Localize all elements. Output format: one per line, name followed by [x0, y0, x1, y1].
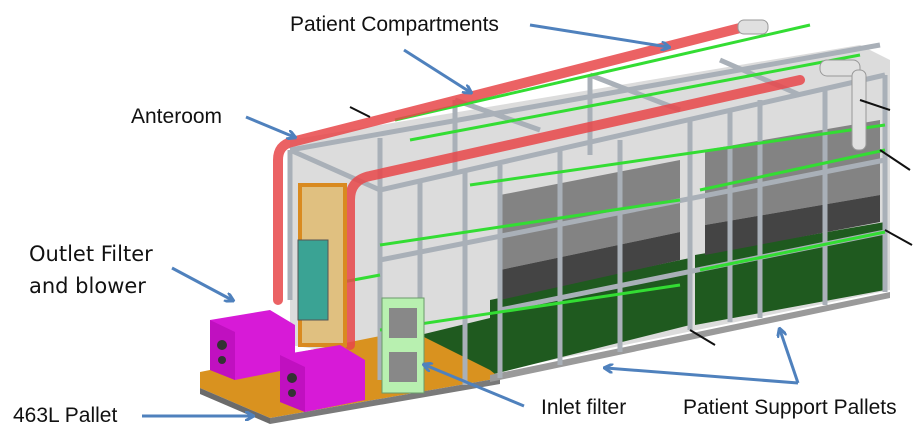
- label-patient-support-pallets: Patient Support Pallets: [683, 396, 897, 419]
- arrow-patient-compartments-1: [403, 48, 470, 92]
- arrow-patient-compartments-2: [529, 23, 668, 47]
- label-463l-pallet: 463L Pallet: [13, 404, 118, 427]
- label-patient-compartments: Patient Compartments: [290, 13, 499, 36]
- inlet-filter-unit: [381, 297, 425, 394]
- red-ducts: [273, 23, 805, 350]
- label-anteroom: Anteroom: [131, 105, 223, 128]
- green-bars: [299, 23, 886, 332]
- callout-arrows: [142, 23, 800, 416]
- label-outlet-filter-line2: and blower: [29, 274, 146, 298]
- outlet-blower-1: [210, 310, 295, 380]
- anteroom-detail: [297, 183, 347, 347]
- arrow-anteroom: [245, 115, 294, 137]
- arrow-support-pallet-1: [606, 368, 799, 385]
- arrow-support-pallet-2: [780, 330, 800, 384]
- tie-down-rods: [349, 99, 913, 346]
- label-outlet-filter-line1: Outlet Filter: [29, 242, 153, 266]
- label-inlet-filter: Inlet filter: [541, 396, 627, 419]
- duct-elbows: [737, 19, 867, 151]
- arrow-outlet-filter: [171, 266, 232, 300]
- arrow-inlet-filter: [425, 365, 525, 408]
- outlet-blower-2: [280, 345, 365, 412]
